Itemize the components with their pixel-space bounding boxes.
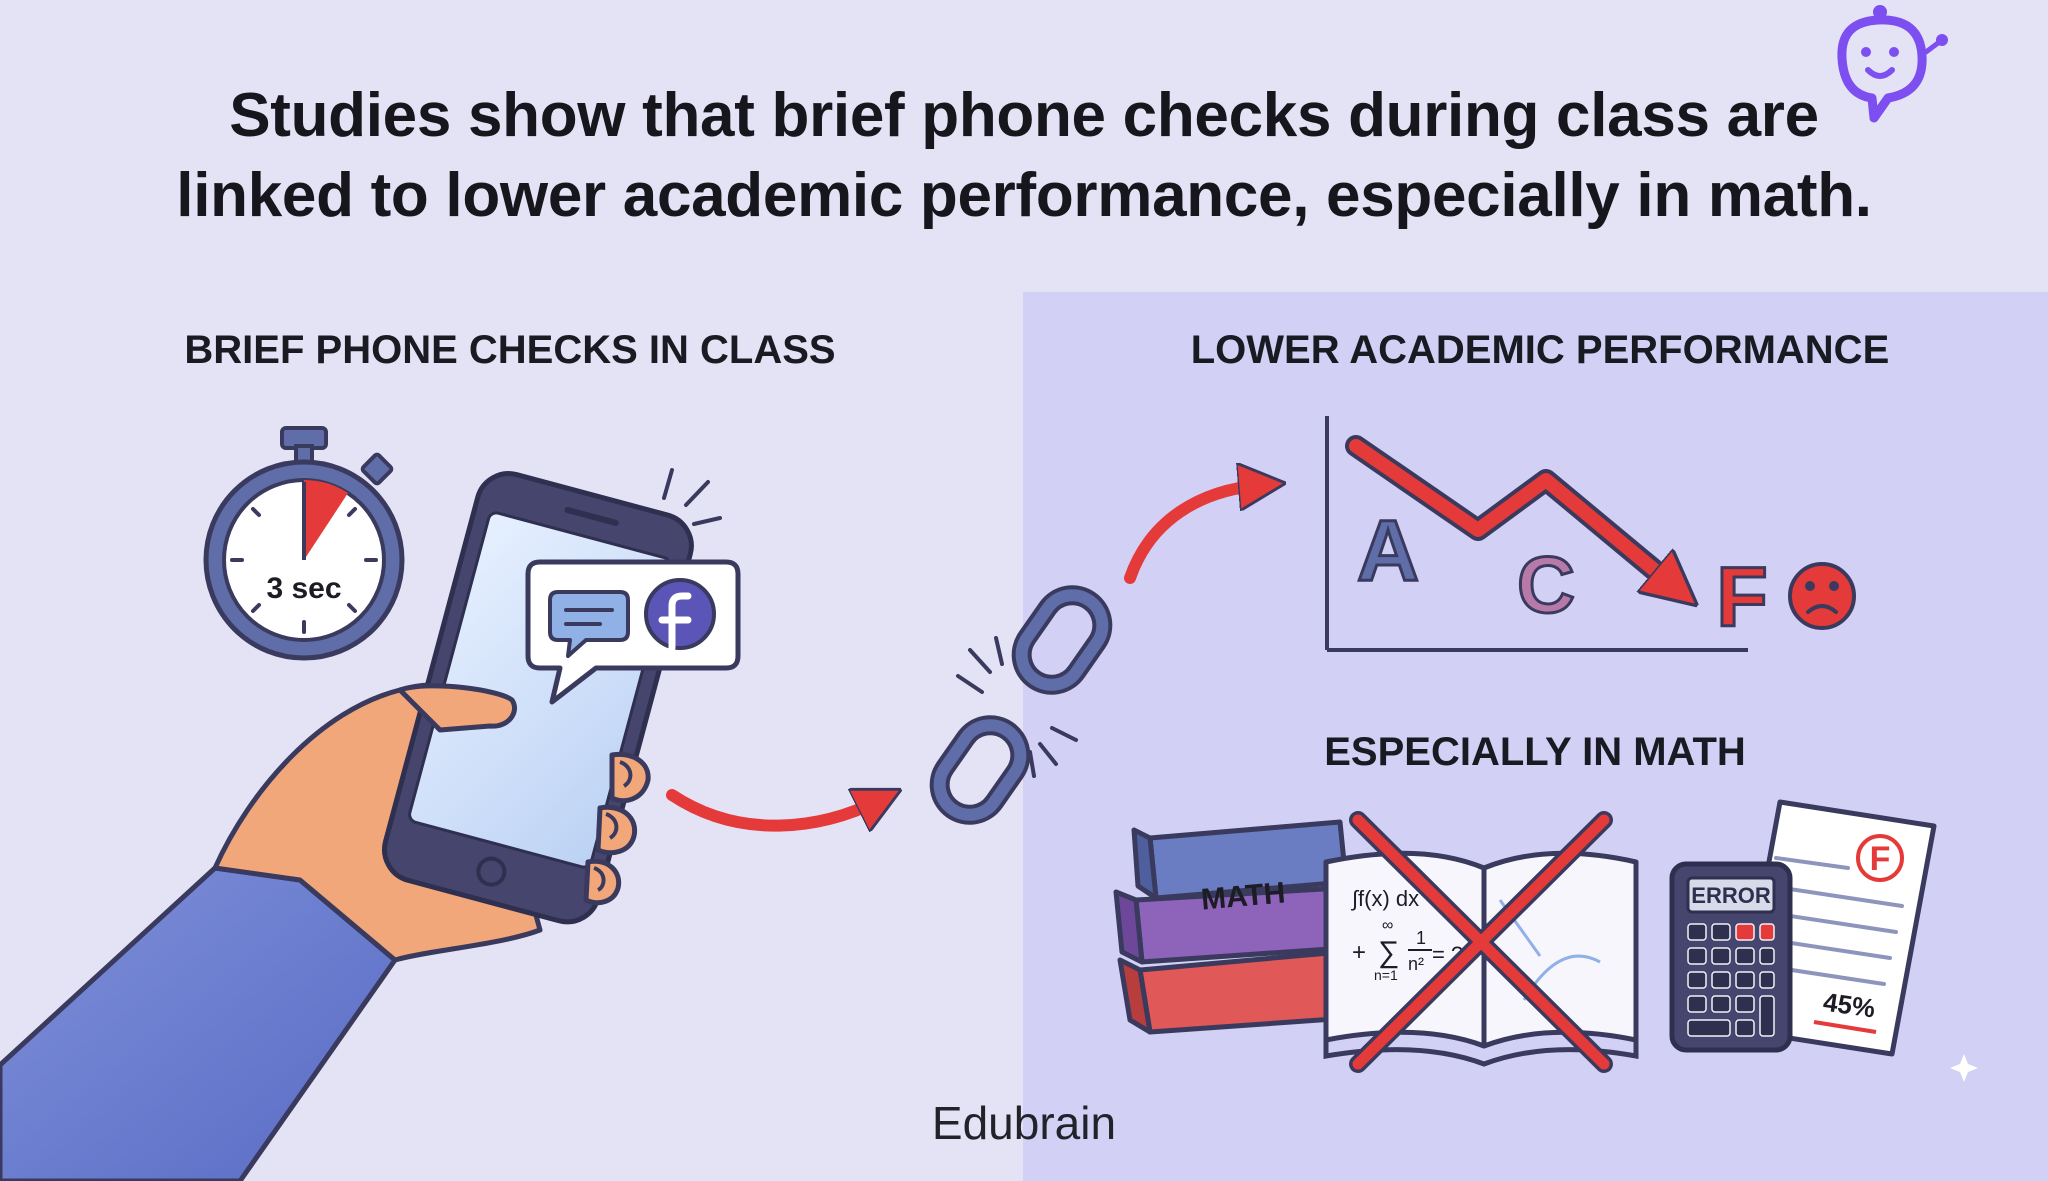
grade-c: C [1517, 540, 1575, 629]
performance-graph [1325, 416, 1748, 652]
formula-sum-sigma: ∑ [1378, 936, 1399, 969]
open-book [1323, 850, 1639, 1067]
test-score: 45% [1821, 987, 1877, 1024]
headline-line-2: linked to lower academic performance, es… [176, 161, 1872, 230]
grade-f: F [1716, 550, 1767, 644]
formula-plus: + [1352, 939, 1366, 966]
formula-sum-bottom: n=1 [1374, 967, 1398, 983]
sleeve [0, 865, 398, 1181]
math-book-label: MATH [1200, 876, 1287, 916]
formula-fraction-bottom: n² [1408, 954, 1424, 974]
broken-chain-icon [929, 585, 1113, 825]
test-grade: F [1870, 840, 1891, 878]
facebook-icon [644, 578, 716, 652]
effect-section-title: LOWER ACADEMIC PERFORMANCE [1190, 328, 1890, 372]
cross-out-icon [1349, 811, 1613, 1073]
cause-section-title: BRIEF PHONE CHECKS IN CLASS [184, 328, 836, 372]
sparkle-icon [1950, 1054, 1978, 1082]
formula-sum-top: ∞ [1382, 917, 1393, 934]
formula-integral: ∫f(x) dx [1350, 886, 1419, 911]
stopwatch-label: 3 sec [266, 572, 341, 605]
calculator-display: ERROR [1691, 883, 1771, 908]
notification-sparks [662, 468, 722, 526]
sad-face-icon [1788, 562, 1856, 630]
grade-a: A [1357, 503, 1419, 599]
phone-to-chain-arrow [666, 795, 880, 826]
calculator-icon [1669, 861, 1793, 1053]
chain-to-graph-arrow [1124, 485, 1262, 584]
mascot-icon [1837, 5, 1948, 123]
stopwatch-icon [203, 426, 405, 661]
brand-logo-text: Edubrain [931, 1097, 1117, 1149]
math-section-title: ESPECIALLY IN MATH [1324, 730, 1746, 774]
chat-bubble-icon [548, 590, 630, 658]
fingernails [593, 760, 633, 892]
formula-fraction-top: 1 [1416, 928, 1426, 948]
headline-line-1: Studies show that brief phone checks dur… [229, 81, 1819, 150]
book-stack [1113, 819, 1351, 1035]
